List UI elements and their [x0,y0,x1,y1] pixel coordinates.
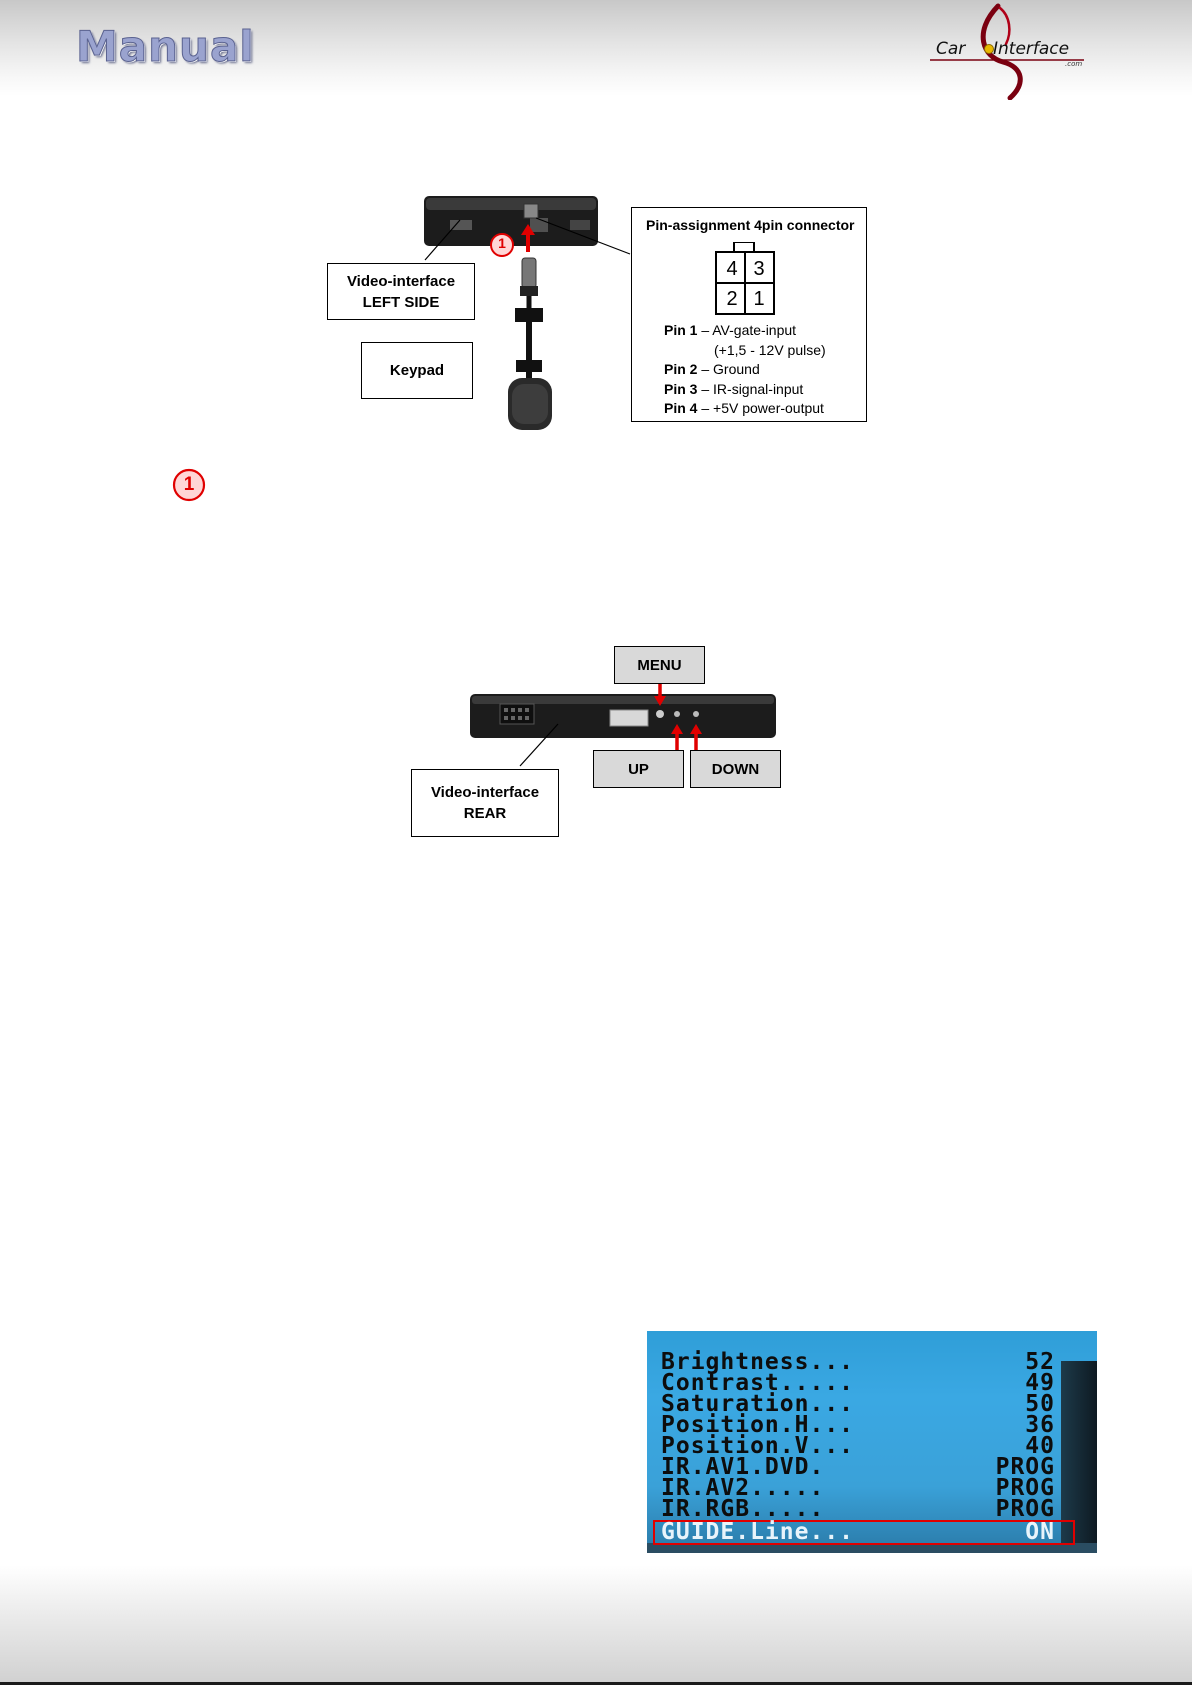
page-header: Manual Car Interface .com [0,0,1192,101]
keypad-label-text: Keypad [389,362,445,379]
logo-swoosh-icon [930,3,1084,101]
osd-row-value: 52 [1025,1349,1055,1375]
screen-edge-bottom [647,1543,1097,1553]
callout-1-icon [490,233,514,257]
down-button-text: DOWN [711,760,760,778]
legend-callout-1-icon [172,468,206,502]
page-footer [0,1565,1192,1685]
logo-text-interface: Interface [993,39,1070,59]
osd-row-label: IR.RGB..... [661,1496,825,1522]
left-side-label-line2: LEFT SIDE [362,293,440,311]
osd-row-label: IR.AV1.DVD. [661,1454,825,1480]
osd-row-guide-line-selected: GUIDE.Line... ON [653,1520,1075,1545]
osd-row-value: ON [1025,1519,1055,1545]
up-button-text: UP [628,760,649,778]
pin-4-text: – +5V power-output [697,400,824,416]
pin-assignment-title: Pin-assignment 4pin connector [646,217,855,233]
rear-label-line2: REAR [463,805,507,822]
osd-row-label: Saturation... [661,1391,855,1417]
osd-row-position-h: Position.H... 36 [661,1412,1055,1438]
pin-assignment-box: Pin-assignment 4pin connector 4 3 2 1 Pi… [631,207,867,422]
pin-label-2: 2 [726,288,738,310]
pin-1-text: – AV-gate-input [697,322,797,338]
pin-2-label: Pin 2 [664,361,698,377]
osd-row-saturation: Saturation... 50 [661,1391,1055,1417]
osd-row-value: PROG [995,1496,1055,1522]
osd-row-label: Position.V... [661,1433,855,1459]
pin-2-description: Pin 2 – Ground [664,360,826,380]
osd-row-label: IR.AV2..... [661,1475,825,1501]
pin-1-description: Pin 1 – AV-gate-input [664,321,826,341]
menu-button-label: MENU [614,646,705,684]
logo-text-com: .com [1065,60,1083,68]
osd-row-ir-av1-dvd: IR.AV1.DVD. PROG [661,1454,1055,1480]
osd-row-label: Position.H... [661,1412,855,1438]
pin-2-text: – Ground [697,361,760,377]
osd-menu-list: Brightness... 52 Contrast..... 49 Saturati… [653,1349,1075,1545]
osd-menu-screenshot: Brightness... 52 Contrast..... 49 Saturati… [647,1331,1097,1553]
osd-row-value: 36 [1025,1412,1055,1438]
pin-description-list: Pin 1 – AV-gate-input (+1,5 - 12V pulse)… [664,321,826,419]
menu-button-text: MENU [637,656,682,674]
pin-label-4: 4 [726,258,738,280]
osd-row-ir-av2: IR.AV2..... PROG [661,1475,1055,1501]
pin-4-label: Pin 4 [664,400,698,416]
pin-3-description: Pin 3 – IR-signal-input [664,380,826,400]
osd-row-value: 50 [1025,1391,1055,1417]
osd-row-label: Contrast..... [661,1370,855,1396]
osd-row-brightness: Brightness... 52 [661,1349,1055,1375]
manual-title: Manual [76,22,255,72]
up-button-label: UP [593,750,684,788]
pin-label-3: 3 [753,258,765,280]
osd-row-ir-rgb: IR.RGB..... PROG [661,1496,1055,1522]
osd-row-position-v: Position.V... 40 [661,1433,1055,1459]
osd-row-value: 49 [1025,1370,1055,1396]
logo-text-car: Car [936,39,966,59]
down-button-label: DOWN [690,750,781,788]
connector-4pin-icon [715,241,775,315]
pin-3-text: – IR-signal-input [697,380,804,397]
footer-rule [0,1682,1192,1685]
car-interface-logo: Car Interface .com [928,2,1088,101]
rear-label-line1: Video-interface [430,784,540,801]
legend-callout-1-number: 1 [183,474,195,495]
keypad-label: Keypad [361,342,473,399]
osd-row-value: PROG [995,1454,1055,1480]
left-side-device-illustration [424,196,631,430]
video-interface-left-side-label: Video-interface LEFT SIDE [327,263,475,320]
osd-row-value: PROG [995,1475,1055,1501]
osd-row-contrast: Contrast..... 49 [661,1370,1055,1396]
callout-1-number: 1 [498,235,506,251]
rear-device-illustration [470,676,776,767]
osd-row-label: GUIDE.Line... [661,1519,855,1545]
pin-label-1: 1 [753,288,765,310]
left-side-label-line1: Video-interface [346,272,456,290]
osd-row-label: Brightness... [661,1349,855,1375]
pin-4-description: Pin 4 – +5V power-output [664,399,826,419]
pin-1-label: Pin 1 [664,322,698,338]
connector-diagram: 4 3 2 1 [710,241,780,323]
pin-3-label: Pin 3 [664,380,698,397]
pin-1-description-cont: (+1,5 - 12V pulse) [714,341,826,358]
video-interface-rear-label: Video-interface REAR [411,769,559,837]
osd-row-value: 40 [1025,1433,1055,1459]
